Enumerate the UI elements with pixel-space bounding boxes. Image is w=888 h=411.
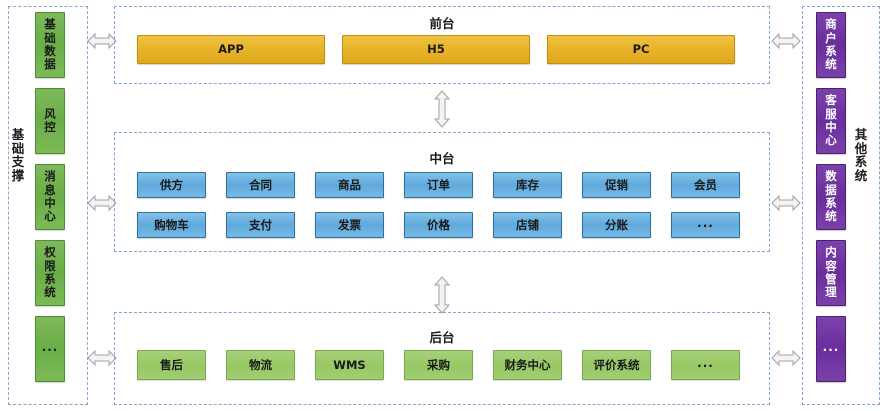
other-item-customer-service-center[interactable]: 客 服 中 心	[816, 88, 846, 154]
support-item-more[interactable]: ...	[35, 316, 65, 382]
middle-item-inventory[interactable]: 库存	[493, 172, 562, 198]
middle-item-supplier[interactable]: 供方	[137, 172, 206, 198]
middle-item-payment[interactable]: 支付	[226, 212, 295, 238]
middle-item-price[interactable]: 价格	[404, 212, 473, 238]
back-item-after-sales[interactable]: 售后	[137, 350, 206, 380]
support-item-message-center[interactable]: 消 息 中 心	[35, 164, 65, 230]
other-item-merchant-system[interactable]: 商 户 系 统	[816, 12, 846, 78]
caption-char: 其	[854, 127, 868, 142]
connector-middle-to-back	[433, 276, 451, 314]
middle-panel-title: 中台	[429, 151, 455, 166]
connector-front-to-other	[771, 32, 801, 50]
other-item-content-management[interactable]: 内 容 管 理	[816, 240, 846, 306]
front-item-app[interactable]: APP	[137, 35, 325, 64]
back-item-finance-center[interactable]: 财务中心	[493, 350, 562, 380]
middle-item-invoice[interactable]: 发票	[315, 212, 384, 238]
connector-support-to-middle	[87, 194, 117, 212]
support-panel-caption: 基 础 支 撑	[10, 128, 26, 182]
support-item-basic-data[interactable]: 基 础 数 据	[35, 12, 65, 78]
back-item-logistics[interactable]: 物流	[226, 350, 295, 380]
middle-item-shop[interactable]: 店铺	[493, 212, 562, 238]
caption-char: 系	[854, 154, 868, 169]
front-panel-title: 前台	[429, 16, 455, 31]
middle-item-contract[interactable]: 合同	[226, 172, 295, 198]
front-panel	[114, 6, 770, 84]
back-item-purchasing[interactable]: 采购	[404, 350, 473, 380]
middle-item-promotion[interactable]: 促销	[582, 172, 651, 198]
back-panel-title: 后台	[429, 330, 455, 345]
back-panel	[114, 312, 770, 405]
other-systems-panel-caption: 其 他 系 统	[853, 128, 869, 182]
connector-front-to-middle	[433, 90, 451, 128]
support-item-risk-control[interactable]: 风 控	[35, 88, 65, 154]
connector-support-to-back	[87, 349, 117, 367]
back-item-review-system[interactable]: 评价系统	[582, 350, 651, 380]
connector-support-to-front	[87, 32, 117, 50]
front-item-h5[interactable]: H5	[342, 35, 530, 64]
other-item-data-system[interactable]: 数 据 系 统	[816, 164, 846, 230]
middle-item-member[interactable]: 会员	[671, 172, 740, 198]
middle-item-more[interactable]: ...	[671, 212, 740, 238]
support-panel	[8, 6, 88, 405]
middle-item-settlement[interactable]: 分账	[582, 212, 651, 238]
caption-char: 基	[11, 127, 25, 142]
caption-char: 撑	[11, 167, 25, 183]
middle-item-product[interactable]: 商品	[315, 172, 384, 198]
caption-char: 支	[11, 154, 25, 169]
front-item-pc[interactable]: PC	[547, 35, 735, 64]
middle-item-cart[interactable]: 购物车	[137, 212, 206, 238]
other-systems-panel	[802, 6, 880, 405]
connector-middle-to-other	[771, 194, 801, 212]
other-item-more[interactable]: ...	[816, 316, 846, 382]
connector-back-to-other	[771, 349, 801, 367]
caption-char: 础	[11, 140, 25, 156]
middle-item-order[interactable]: 订单	[404, 172, 473, 198]
back-item-wms[interactable]: WMS	[315, 350, 384, 380]
support-item-permission-system[interactable]: 权 限 系 统	[35, 240, 65, 306]
middle-panel	[114, 132, 770, 252]
caption-char: 他	[854, 140, 868, 156]
caption-char: 统	[854, 167, 868, 183]
back-item-more[interactable]: ...	[671, 350, 740, 380]
